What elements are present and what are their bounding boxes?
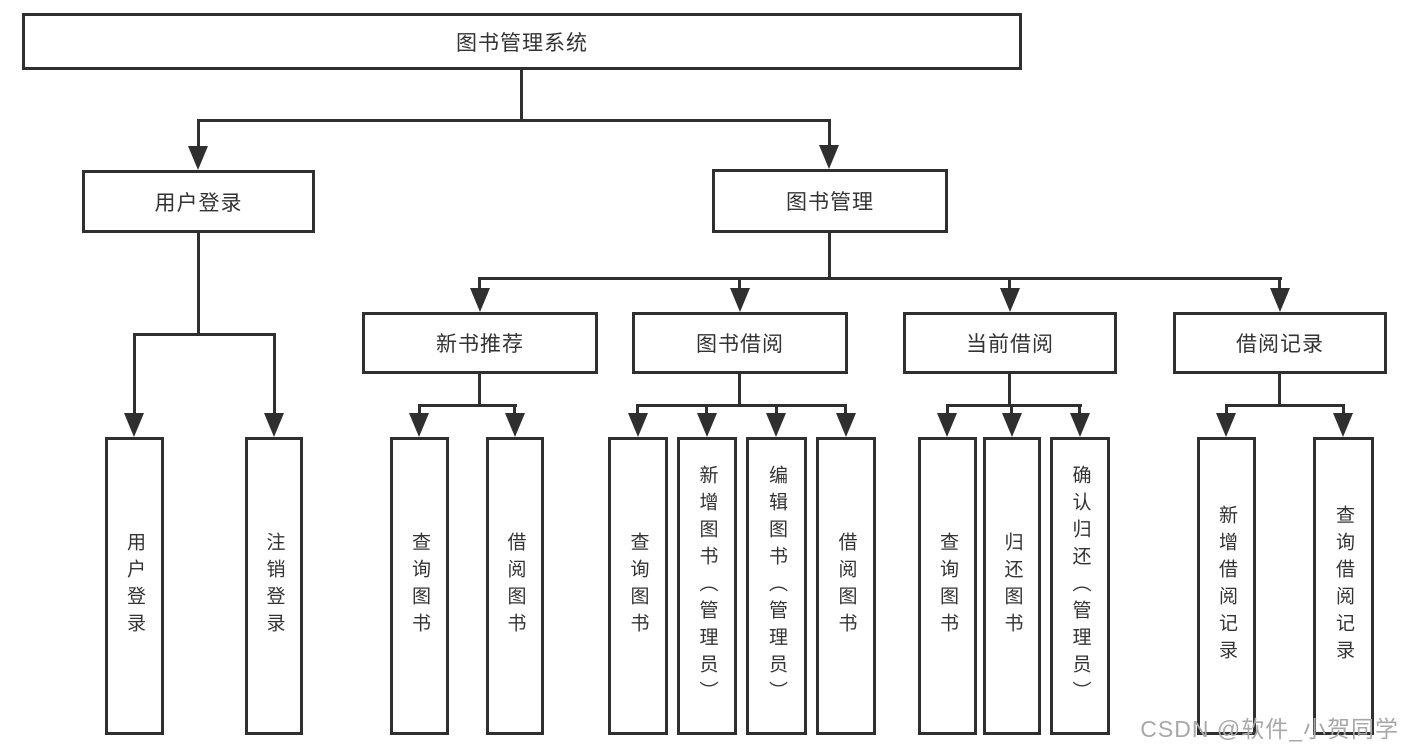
connector-bookmgmt-stem xyxy=(828,232,831,280)
arrowhead-bb-borrow xyxy=(836,413,856,437)
node-bb-query-books-label: 查询图书 xyxy=(627,532,649,640)
node-user-login: 用户登录 xyxy=(82,170,315,233)
connector-borrowrecords-stem xyxy=(1278,373,1281,407)
arrowhead-bookmgmt xyxy=(819,145,839,169)
arrowhead-login xyxy=(124,413,144,437)
arrowhead-cb-return xyxy=(1002,413,1022,437)
connector-level3-hline xyxy=(478,277,1282,280)
node-book-borrow-label: 图书借阅 xyxy=(696,333,784,356)
node-br-add-record: 新增借阅记录 xyxy=(1197,437,1256,735)
connector-newbookrec-stem xyxy=(478,373,481,407)
arrowhead-cb-confirm xyxy=(1070,413,1090,437)
connector-bbquery-arrow-stem xyxy=(636,404,639,418)
connector-bbedit-arrow-stem xyxy=(775,404,778,418)
connector-newbookrec-arrow-stem xyxy=(478,277,481,292)
connector-logout-arrow-stem xyxy=(273,333,276,417)
node-nb-query-books-label: 查询图书 xyxy=(409,532,430,640)
node-login: 用户登录 xyxy=(105,437,164,735)
node-book-borrow: 图书借阅 xyxy=(632,312,848,374)
connector-currentborrow-stem xyxy=(1008,373,1011,407)
node-root: 图书管理系统 xyxy=(22,13,1022,70)
node-cb-return-books-label: 归还图书 xyxy=(1001,532,1023,640)
connector-cbquery-arrow-stem xyxy=(946,404,949,418)
node-logout: 注销登录 xyxy=(245,437,303,735)
node-nb-query-books: 查询图书 xyxy=(390,437,449,735)
connector-level2-hline xyxy=(197,119,831,122)
connector-cbreturn-arrow-stem xyxy=(1010,404,1013,418)
connector-userlogin-children-hline xyxy=(133,333,276,336)
node-nb-borrow-books-label: 借阅图书 xyxy=(504,532,526,640)
connector-bbadd-arrow-stem xyxy=(705,404,708,418)
arrowhead-currentborrow xyxy=(1000,288,1020,312)
connector-bookborrow-stem xyxy=(738,373,741,407)
node-book-management: 图书管理 xyxy=(712,169,948,233)
connector-bookmgmt-arrow-stem xyxy=(828,119,831,150)
connector-currentborrow-children-hline xyxy=(946,404,1082,407)
node-cb-query-books: 查询图书 xyxy=(918,437,977,735)
node-cb-return-books: 归还图书 xyxy=(983,437,1041,735)
arrowhead-nb-borrow xyxy=(505,413,525,437)
connector-bookborrow-arrow-stem xyxy=(738,277,741,292)
node-br-query-record-label: 查询借阅记录 xyxy=(1333,505,1354,667)
connector-userlogin-arrow-stem xyxy=(197,119,200,151)
node-nb-borrow-books: 借阅图书 xyxy=(486,437,544,735)
arrowhead-br-query xyxy=(1333,413,1353,437)
node-bb-add-books: 新增图书（管理员） xyxy=(677,437,737,735)
connector-cbconfirm-arrow-stem xyxy=(1078,404,1081,418)
connector-login-arrow-stem xyxy=(133,333,136,417)
node-bb-add-books-label: 新增图书（管理员） xyxy=(696,464,718,708)
connector-newbookrec-children-hline xyxy=(418,404,517,407)
arrowhead-bb-edit xyxy=(766,413,786,437)
arrowhead-nb-query xyxy=(409,413,429,437)
node-borrow-records: 借阅记录 xyxy=(1173,312,1387,374)
node-cb-confirm-return-label: 确认归还（管理员） xyxy=(1069,464,1091,708)
connector-bbborrow-arrow-stem xyxy=(844,404,847,418)
arrowhead-bb-query xyxy=(628,413,648,437)
connector-userlogin-stem xyxy=(197,232,200,336)
arrowhead-borrowrecords xyxy=(1270,288,1290,312)
node-logout-label: 注销登录 xyxy=(263,532,285,640)
node-login-label: 用户登录 xyxy=(124,532,145,640)
node-user-login-label: 用户登录 xyxy=(154,191,243,215)
arrowhead-bb-add xyxy=(697,413,717,437)
node-cb-query-books-label: 查询图书 xyxy=(937,532,958,640)
connector-borrowrecords-children-hline xyxy=(1225,404,1345,407)
arrowhead-cb-query xyxy=(937,413,957,437)
connector-brquery-arrow-stem xyxy=(1342,404,1345,418)
node-bb-query-books: 查询图书 xyxy=(608,437,668,735)
connector-root-stem xyxy=(520,68,523,122)
connector-currentborrow-arrow-stem xyxy=(1008,277,1011,292)
connector-borrowrecords-arrow-stem xyxy=(1278,277,1281,292)
arrowhead-bookborrow xyxy=(730,288,750,312)
arrowhead-logout xyxy=(264,413,284,437)
connector-nbborrow-arrow-stem xyxy=(513,404,516,418)
node-current-borrow-label: 当前借阅 xyxy=(966,333,1054,356)
node-new-book-recommend: 新书推荐 xyxy=(362,312,598,374)
node-book-management-label: 图书管理 xyxy=(786,191,874,214)
arrowhead-userlogin xyxy=(188,146,208,170)
connector-bookborrow-children-hline xyxy=(636,404,847,407)
node-cb-confirm-return: 确认归还（管理员） xyxy=(1050,437,1110,735)
arrowhead-newbookrec xyxy=(470,288,490,312)
connector-bradd-arrow-stem xyxy=(1225,404,1228,418)
node-bb-borrow-books: 借阅图书 xyxy=(816,437,876,735)
node-bb-borrow-books-label: 借阅图书 xyxy=(835,532,857,640)
csdn-watermark: CSDN @软件_小贺同学 xyxy=(1140,716,1399,742)
node-bb-edit-books-label: 编辑图书（管理员） xyxy=(766,464,787,708)
connector-nbquery-arrow-stem xyxy=(418,404,421,418)
node-current-borrow: 当前借阅 xyxy=(903,312,1117,374)
node-br-add-record-label: 新增借阅记录 xyxy=(1216,505,1237,667)
arrowhead-br-add xyxy=(1216,413,1236,437)
node-borrow-records-label: 借阅记录 xyxy=(1236,333,1324,356)
node-new-book-recommend-label: 新书推荐 xyxy=(436,333,524,356)
node-root-label: 图书管理系统 xyxy=(456,31,588,55)
node-bb-edit-books: 编辑图书（管理员） xyxy=(746,437,807,735)
node-br-query-record: 查询借阅记录 xyxy=(1313,437,1374,735)
